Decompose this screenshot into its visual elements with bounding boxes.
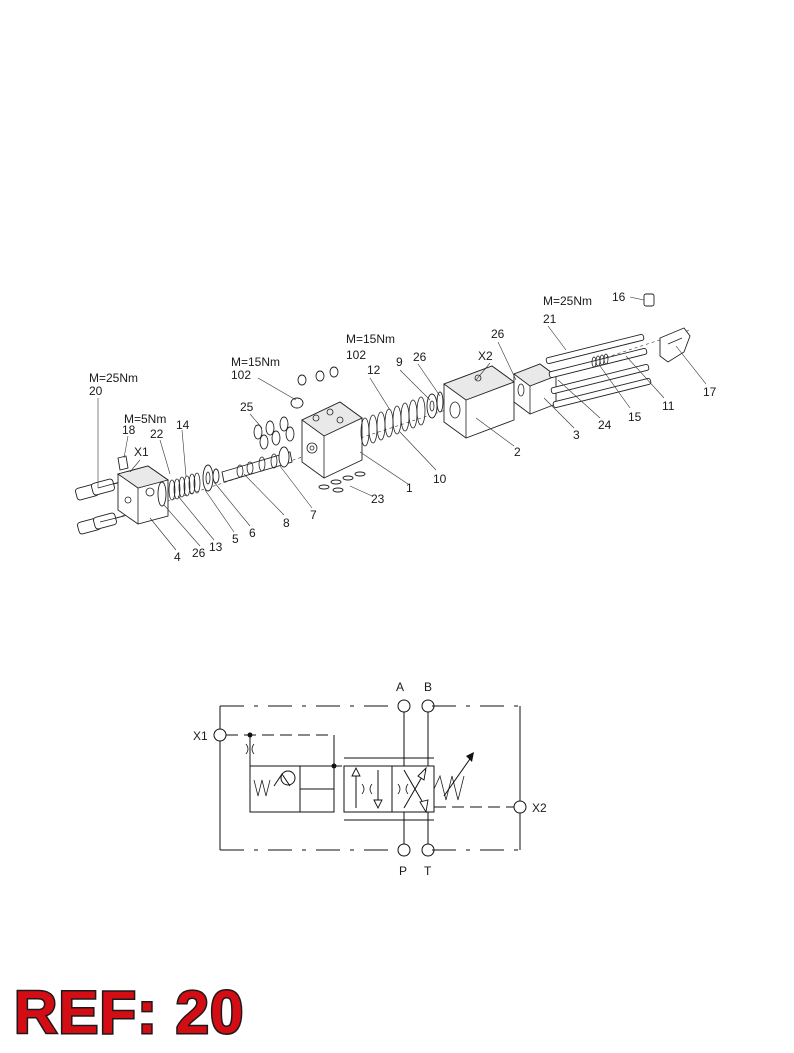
part-17-end-plate: [659, 327, 691, 363]
callout-25: 25: [240, 400, 254, 414]
part-3-cover: [513, 363, 557, 415]
torque-labels: M=25Nm M=5Nm M=15Nm M=15Nm M=25Nm: [89, 294, 592, 426]
torque-right: M=25Nm: [543, 294, 592, 308]
callout-labels: 20 4 26 13 5 6 8 7 18 X1 22 14 25 102 10…: [89, 290, 717, 564]
orifice-x1: [245, 743, 255, 755]
port-t-label: T: [424, 864, 432, 878]
part-9-washer: [426, 391, 444, 419]
torque-left: M=25Nm: [89, 371, 138, 385]
port-x2-label: X2: [532, 801, 547, 815]
part-21-long-screws: [545, 333, 652, 409]
callout-2: 2: [514, 445, 521, 459]
port-p-label: P: [399, 864, 407, 878]
callout-x2-exploded: X2: [478, 349, 493, 363]
port-b-circle: [421, 699, 435, 713]
callout-3: 3: [573, 428, 580, 442]
callout-15: 15: [628, 410, 642, 424]
port-a-label: A: [396, 680, 404, 694]
callout-9: 9: [396, 355, 403, 369]
port-b-label: B: [424, 680, 432, 694]
spring-left: [253, 779, 271, 797]
callout-22: 22: [150, 427, 164, 441]
callout-11: 11: [662, 399, 675, 413]
callout-13: 13: [209, 540, 223, 554]
port-p-circle: [397, 843, 411, 857]
part-13-spring: [157, 472, 201, 507]
callout-102-left: 102: [231, 368, 251, 382]
part-12-spring: [360, 396, 426, 447]
torque-mid-left: M=15Nm: [231, 355, 280, 369]
callout-102-right: 102: [346, 348, 366, 362]
torque-small: M=5Nm: [124, 412, 166, 426]
part-102-plugs: [290, 366, 339, 409]
callout-10: 10: [433, 472, 447, 486]
callout-5: 5: [232, 532, 239, 546]
port-x1-circle: [213, 728, 227, 742]
ref-label: REF: 20: [12, 979, 245, 1046]
part-1-valve-body: [301, 401, 363, 479]
part-16-pin: [643, 293, 655, 307]
callout-18: 18: [122, 423, 136, 437]
callout-26: 26: [192, 546, 206, 560]
callout-6: 6: [249, 526, 256, 540]
callout-x1-exploded: X1: [134, 445, 149, 459]
port-t-circle: [421, 843, 435, 857]
callout-23: 23: [371, 492, 385, 506]
callout-20: 20: [89, 384, 103, 398]
callout-4: 4: [174, 550, 181, 564]
port-x1-label: X1: [193, 729, 208, 743]
callout-7: 7: [310, 508, 317, 522]
callout-17: 17: [703, 385, 717, 399]
callout-1: 1: [406, 481, 413, 495]
callout-26-right: 26: [491, 327, 505, 341]
callout-8: 8: [283, 516, 290, 530]
callout-14: 14: [176, 418, 190, 432]
callout-26-mid: 26: [413, 350, 427, 364]
torque-mid-right: M=15Nm: [346, 332, 395, 346]
callout-21: 21: [543, 312, 557, 326]
hydraulic-schematic: A B P T X1 X2: [193, 680, 547, 878]
part-2-body: [443, 365, 515, 439]
check-ball: [280, 770, 296, 786]
part-5-6-washers: [202, 464, 220, 492]
part-15-small-spring: [591, 353, 609, 368]
callout-24: 24: [598, 418, 612, 432]
part-4-end-cap: [116, 455, 170, 525]
callout-16: 16: [612, 290, 626, 304]
part-25-orings: [253, 416, 295, 450]
part-8-spool: [221, 446, 293, 483]
part-23-seals: [318, 471, 366, 493]
leader-lines: [97, 296, 707, 551]
exploded-view: 20 4 26 13 5 6 8 7 18 X1 22 14 25 102 10…: [75, 290, 717, 564]
port-x2-circle: [513, 800, 527, 814]
port-a-circle: [397, 699, 411, 713]
callout-12: 12: [367, 363, 381, 377]
